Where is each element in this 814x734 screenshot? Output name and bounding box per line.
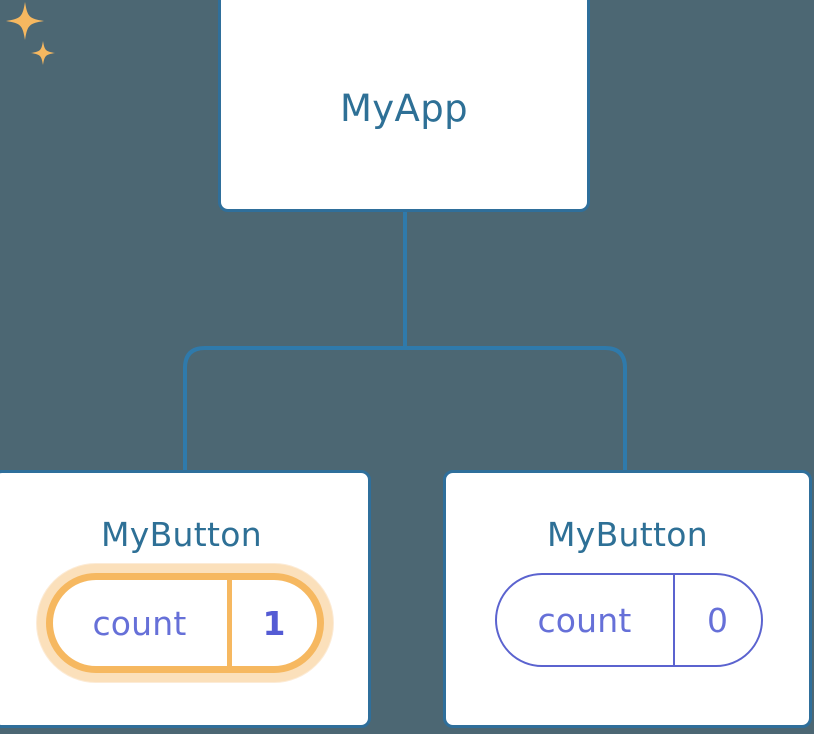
state-pill-1-value: 0 bbox=[707, 600, 728, 640]
node-mybutton-1[interactable]: MyButton count 0 bbox=[443, 470, 812, 728]
state-pill-0-wrapper: count 1 bbox=[45, 573, 324, 673]
state-pill-1-value-cell: 0 bbox=[675, 575, 761, 665]
node-mybutton-1-label: MyButton bbox=[547, 515, 708, 554]
state-pill-1-key: count bbox=[537, 600, 632, 640]
state-pill-0[interactable]: count 1 bbox=[45, 573, 324, 673]
state-pill-0-key: count bbox=[92, 603, 187, 643]
state-pill-0-value-cell: 1 bbox=[232, 580, 317, 666]
node-mybutton-0[interactable]: MyButton count 1 bbox=[0, 470, 371, 728]
state-pill-1-wrapper: count 0 bbox=[494, 573, 763, 667]
node-myapp[interactable]: MyApp bbox=[218, 0, 590, 212]
node-mybutton-0-label: MyButton bbox=[101, 515, 262, 554]
connector-branch-right bbox=[405, 346, 627, 472]
node-myapp-label: MyApp bbox=[339, 87, 469, 130]
state-pill-0-value: 1 bbox=[262, 603, 286, 643]
connector-branch-left bbox=[183, 346, 405, 472]
state-pill-1[interactable]: count 0 bbox=[494, 573, 763, 667]
state-pill-1-key-cell: count bbox=[497, 575, 675, 665]
state-pill-0-key-cell: count bbox=[53, 580, 232, 666]
